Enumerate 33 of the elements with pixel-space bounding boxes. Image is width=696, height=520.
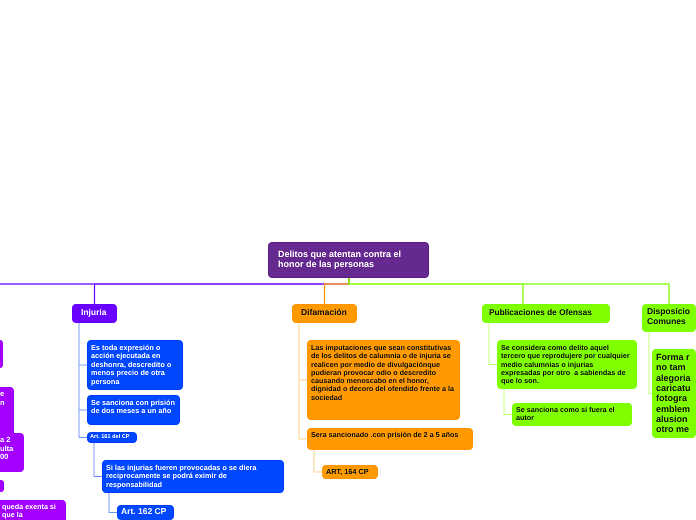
topic-text: Disposicio Comunes — [647, 307, 691, 327]
subtopic-box — [87, 432, 137, 443]
connector-line — [78, 322, 88, 438]
connector-line — [108, 492, 118, 513]
central-topic-box — [268, 242, 429, 278]
topic-text: Publicaciones de Ofensas — [489, 308, 593, 318]
connector-line — [298, 322, 308, 440]
subtopic-box — [117, 505, 174, 520]
connector-line — [314, 450, 322, 472]
subtopic-box — [512, 403, 632, 426]
topic-text: Difamación — [301, 308, 348, 318]
connector-line — [648, 332, 652, 394]
topic-text: Injuria — [81, 308, 108, 318]
topic-text: Art. 162 CP — [121, 507, 168, 517]
main-topic-box — [482, 304, 610, 323]
subtopic-box — [0, 500, 66, 520]
subtopic-box — [87, 340, 183, 390]
topic-text: Forma r no tam alegoria caricatu fotogra emblem alusion otro me — [656, 352, 692, 435]
subtopic-box — [497, 340, 637, 390]
subtopic-box — [307, 428, 473, 450]
connector-line — [488, 322, 498, 365]
subtopic-box — [102, 460, 284, 494]
main-topic-box — [72, 304, 117, 323]
subtopic-box — [307, 340, 460, 420]
subtopic-box — [87, 395, 180, 425]
connector-line — [348, 278, 670, 304]
subtopic-box — [322, 465, 378, 480]
connector-line — [94, 442, 102, 477]
connector-line — [504, 388, 512, 415]
main-topic-box — [292, 304, 357, 323]
main-topic-box — [642, 304, 696, 332]
subtopic-box — [0, 433, 24, 472]
topic-text: Delitos que atentan contra el honor de las personas — [278, 249, 402, 270]
